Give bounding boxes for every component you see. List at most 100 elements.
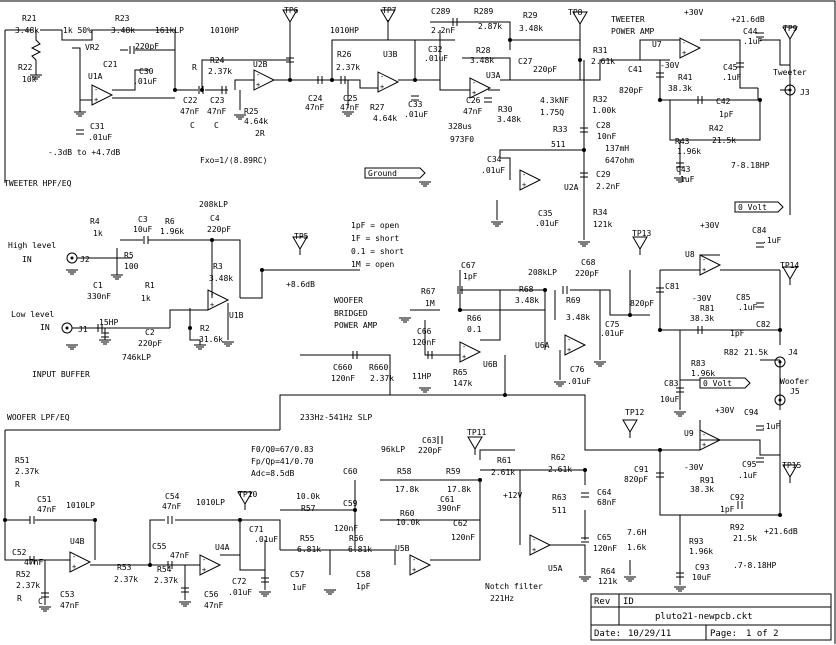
label-r66-value: 0.1 (467, 325, 482, 334)
label-r53-value: 2.37k (114, 575, 138, 584)
capacitor-symbol (755, 457, 765, 463)
label-r59: R59 (446, 467, 461, 476)
label-r83-value: 1.96k (691, 369, 715, 378)
label-c3-value: 10uF (133, 225, 152, 234)
label-r42: R42 (709, 124, 724, 133)
label-c65-value: 120nF (593, 544, 617, 553)
label-647ohm: 647ohm (605, 156, 634, 165)
label-r289: R289 (474, 7, 493, 16)
label-r68: R68 (519, 285, 534, 294)
label-legend: 1F = short (351, 234, 399, 243)
label-r26: R26 (337, 50, 352, 59)
ground-symbol (258, 591, 272, 597)
label-r660-value: 2.37k (370, 374, 394, 383)
label-minus-30v: -30V (684, 463, 703, 472)
ground-symbol (178, 601, 192, 607)
ground-symbol (38, 606, 52, 612)
label-minus-30v: -30V (692, 294, 711, 303)
ground-symbol (577, 241, 591, 247)
ground-symbol (110, 274, 124, 280)
label-c68-value: 220pF (575, 269, 599, 278)
label-r60: R60 (400, 509, 415, 518)
label-r27: R27 (370, 103, 385, 112)
label-r57: R57 (301, 504, 316, 513)
label-c30: C30 (139, 67, 154, 76)
label-r65-value: 147k (453, 379, 472, 388)
label-low-level: Low level (11, 310, 55, 319)
label-1010hp: 1010HP (210, 26, 239, 35)
label-1010lp: 1010LP (66, 501, 95, 510)
label-j1: J1 (78, 325, 88, 334)
label-r34: R34 (593, 208, 608, 217)
label-c45-value: .1uF (722, 73, 741, 82)
label-7-8.18hp: 7-8.18HP (731, 161, 770, 170)
label-r81: R81 (700, 304, 715, 313)
label-c82-value: 1pF (730, 329, 745, 338)
label-c21: C21 (103, 60, 118, 69)
label-c58: C58 (356, 570, 371, 579)
label-c59: C59 (343, 499, 358, 508)
label-c4-value: 220pF (207, 225, 231, 234)
label-r25-value: 4.64k (244, 117, 268, 126)
label-in: IN (40, 323, 50, 332)
label-tp7: TP7 (382, 6, 397, 15)
label-r92: R92 (730, 523, 745, 532)
label-r43: R43 (675, 137, 690, 146)
label-c92-value: 1pF (720, 505, 735, 514)
label-c71-value: .01uF (254, 535, 278, 544)
label-r23: R23 (115, 14, 130, 23)
label-c60: C60 (343, 467, 358, 476)
label-c61-value: 390nF (437, 504, 461, 513)
label-woofer-amp: WOOFER (334, 296, 363, 305)
label-c84-value: .1uF (762, 236, 781, 245)
label-c72-value: .01uF (228, 588, 252, 597)
label-r67: R67 (421, 287, 436, 296)
label-c3: C3 (138, 215, 148, 224)
label-96klp: 96kLP (381, 445, 405, 454)
label-c95: C95 (742, 460, 757, 469)
label-plus-30v: +30V (715, 406, 734, 415)
label-c43: C43 (676, 165, 691, 174)
label-c54-value: 47nF (162, 502, 181, 511)
label-r57-value: 10.0k (296, 492, 320, 501)
label-c33-value: .01uF (404, 110, 428, 119)
opamp-u7 (679, 37, 701, 59)
label-tp8: TP8 (568, 8, 583, 17)
capacitor-symbol (167, 515, 173, 525)
label-r-marker: R (192, 63, 197, 72)
label-r22: R22 (18, 63, 33, 72)
label-legend: 0.1 = short (351, 247, 404, 256)
label-r1-value: 1k (141, 294, 151, 303)
label-7-8.18hp: .7-8.18HP (733, 561, 777, 570)
label-r30-value: 3.48k (497, 115, 521, 124)
label-ground: Ground (368, 169, 397, 178)
label-c42-value: 1pF (719, 110, 734, 119)
label-c55: C55 (152, 542, 167, 551)
label-r4-value: 1k (93, 229, 103, 238)
label-c31-value: .01uF (88, 133, 112, 142)
label-c68: C68 (581, 258, 596, 267)
jack-j5 (774, 394, 786, 406)
label-minus-30v: -30V (660, 61, 679, 70)
label-r32-value: 1.00k (592, 106, 616, 115)
label-c93-value: 10uF (692, 573, 711, 582)
label-c43-value: 1uF (680, 175, 695, 184)
label-fp-qp: Fp/Qp=41/0.70 (251, 457, 314, 466)
label-r52: R52 (16, 570, 31, 579)
label-r660: R660 (369, 363, 388, 372)
label-j2: J2 (80, 255, 90, 264)
label-c289: C289 (431, 7, 450, 16)
label-c35-value: .01uF (535, 219, 559, 228)
label-r59-value: 17.8k (447, 485, 471, 494)
label-r33: R33 (553, 125, 568, 134)
label-c29-value: 2.2nF (596, 182, 620, 191)
capacitor-symbol (483, 97, 493, 103)
label-vr2: VR2 (85, 43, 100, 52)
label-r65: R65 (453, 368, 468, 377)
ground-symbol (418, 387, 432, 393)
opamp-u3a (469, 77, 491, 99)
label-r68-value: 3.48k (515, 296, 539, 305)
label-c76-value: .01uF (567, 377, 591, 386)
label-r93: R93 (689, 537, 704, 546)
label-tweeter-hpf-eq: TWEETER HPF/EQ (4, 179, 72, 188)
